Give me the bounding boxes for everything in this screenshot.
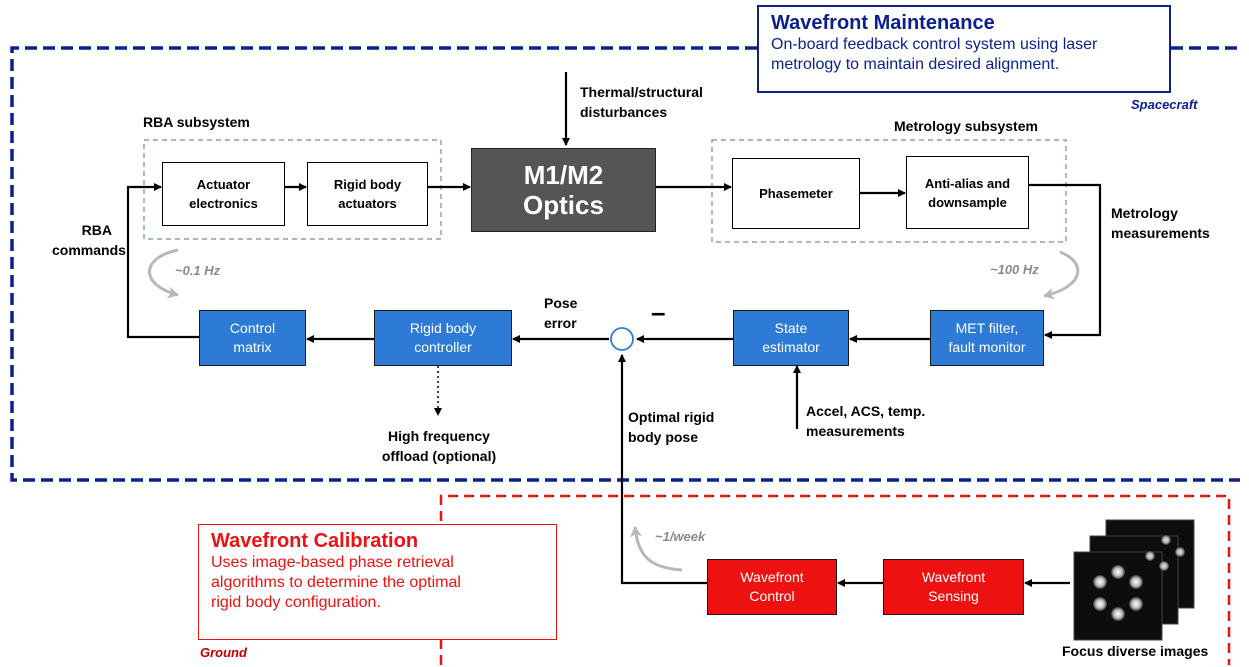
metrology-rate-arrow-icon <box>1043 250 1080 300</box>
wavefront-maintenance-description: On-board feedback control system using l… <box>771 36 1098 73</box>
met-filter-block: MET filter,fault monitor <box>930 310 1044 366</box>
rba-rate-label: ~0.1 Hz <box>175 263 221 278</box>
rba-subsystem-container <box>143 139 442 240</box>
metrology-subsystem-title: Metrology subsystem <box>894 118 1038 134</box>
metrology-subsystem-container <box>711 139 1067 243</box>
signal-paths <box>126 72 1102 587</box>
wavefront-calibration-callout: Wavefront Calibration Uses image-based p… <box>198 524 557 640</box>
metrology-rate-label: ~100 Hz <box>990 262 1039 277</box>
focus-diverse-images-stack-icon <box>1073 519 1195 641</box>
rba-subsystem-title: RBA subsystem <box>143 114 250 130</box>
calibration-rate-label: ~1/week <box>655 529 706 544</box>
ground-region-label: Ground <box>200 645 247 660</box>
rba-rate-arrow-icon <box>148 248 179 299</box>
focus-diverse-images-label: Focus diverse images <box>1062 643 1209 659</box>
summing-junction-icon <box>610 327 634 351</box>
rate-loop-arrows <box>148 248 1080 572</box>
accel-measurements-label: Accel, ACS, temp.measurements <box>806 403 926 439</box>
phasemeter-block: Phasemeter <box>732 158 860 229</box>
wavefront-calibration-title: Wavefront Calibration <box>211 530 419 552</box>
wavefront-maintenance-callout: Wavefront Maintenance On-board feedback … <box>757 5 1171 93</box>
spacecraft-boundary <box>10 46 1240 482</box>
spacecraft-region-label: Spacecraft <box>1131 97 1198 112</box>
wavefront-maintenance-title: Wavefront Maintenance <box>771 12 995 34</box>
minus-sign: – <box>651 297 666 327</box>
calibration-rate-arrow-icon <box>629 526 683 572</box>
